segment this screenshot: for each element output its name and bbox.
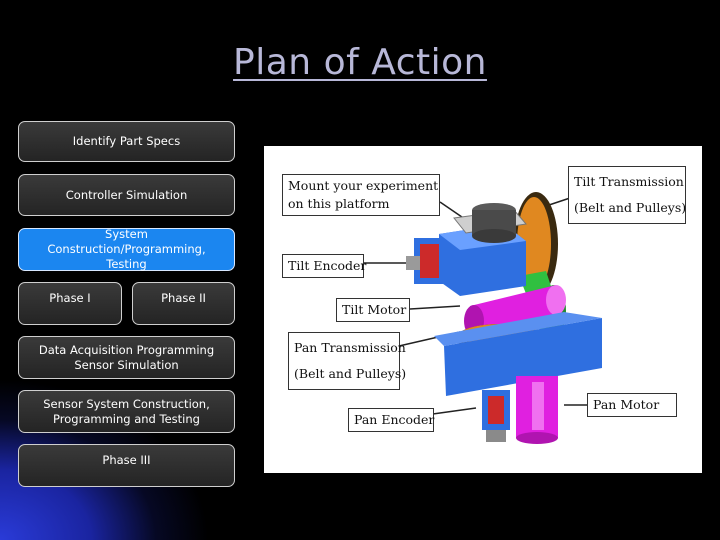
callout-line: (Belt and Pulleys) bbox=[294, 366, 407, 381]
callout-line: Pan Motor bbox=[593, 397, 660, 412]
callout-mount-platform: Mount your experiment on this platform bbox=[282, 174, 440, 216]
callout-tilt-encoder: Tilt Encoder bbox=[282, 254, 367, 278]
step-label: Phase III bbox=[102, 453, 151, 467]
step-label: System Construction/Programming, Testing bbox=[47, 227, 206, 271]
step-system-construction: System Construction/Programming, Testing bbox=[18, 227, 235, 271]
pan-tilt-illustration bbox=[364, 192, 602, 444]
callout-line: Mount your experiment bbox=[288, 178, 439, 193]
callout-line: Tilt Motor bbox=[342, 302, 407, 317]
callout-line: Tilt Transmission bbox=[574, 174, 684, 189]
step-sensor-system-construction: Sensor System Construction, Programming … bbox=[18, 390, 235, 433]
step-controller-simulation: Controller Simulation bbox=[18, 174, 235, 216]
callout-pan-transmission: Pan Transmission (Belt and Pulleys) bbox=[288, 332, 407, 390]
step-label: Data Acquisition Programming Sensor Simu… bbox=[38, 342, 215, 372]
callout-pan-motor: Pan Motor bbox=[587, 393, 677, 417]
step-label: Sensor System Construction, Programming … bbox=[43, 396, 210, 426]
step-data-acquisition: Data Acquisition Programming Sensor Simu… bbox=[18, 336, 235, 379]
callout-line: Pan Encoder bbox=[354, 412, 435, 427]
callout-tilt-motor: Tilt Motor bbox=[336, 298, 410, 322]
callout-line: Pan Transmission bbox=[294, 340, 406, 355]
step-phase-1: Phase I bbox=[18, 282, 122, 325]
callout-line: (Belt and Pulleys) bbox=[574, 200, 687, 215]
slide-title: Plan of Action bbox=[233, 42, 487, 83]
step-label: Phase I bbox=[49, 291, 91, 305]
callout-pan-encoder: Pan Encoder bbox=[348, 408, 434, 432]
step-label: Phase II bbox=[161, 291, 206, 305]
callout-line: Tilt Encoder bbox=[288, 258, 367, 273]
callout-line: on this platform bbox=[288, 196, 390, 211]
callout-tilt-transmission: Tilt Transmission (Belt and Pulleys) bbox=[568, 166, 686, 224]
step-label: Controller Simulation bbox=[65, 187, 188, 202]
step-identify-part-specs: Identify Part Specs bbox=[18, 121, 235, 162]
step-phase-2: Phase II bbox=[132, 282, 235, 325]
pan-tilt-diagram: Mount your experiment on this platform T… bbox=[264, 146, 702, 473]
step-phase-3: Phase III bbox=[18, 444, 235, 487]
step-label: Identify Part Specs bbox=[72, 134, 181, 148]
